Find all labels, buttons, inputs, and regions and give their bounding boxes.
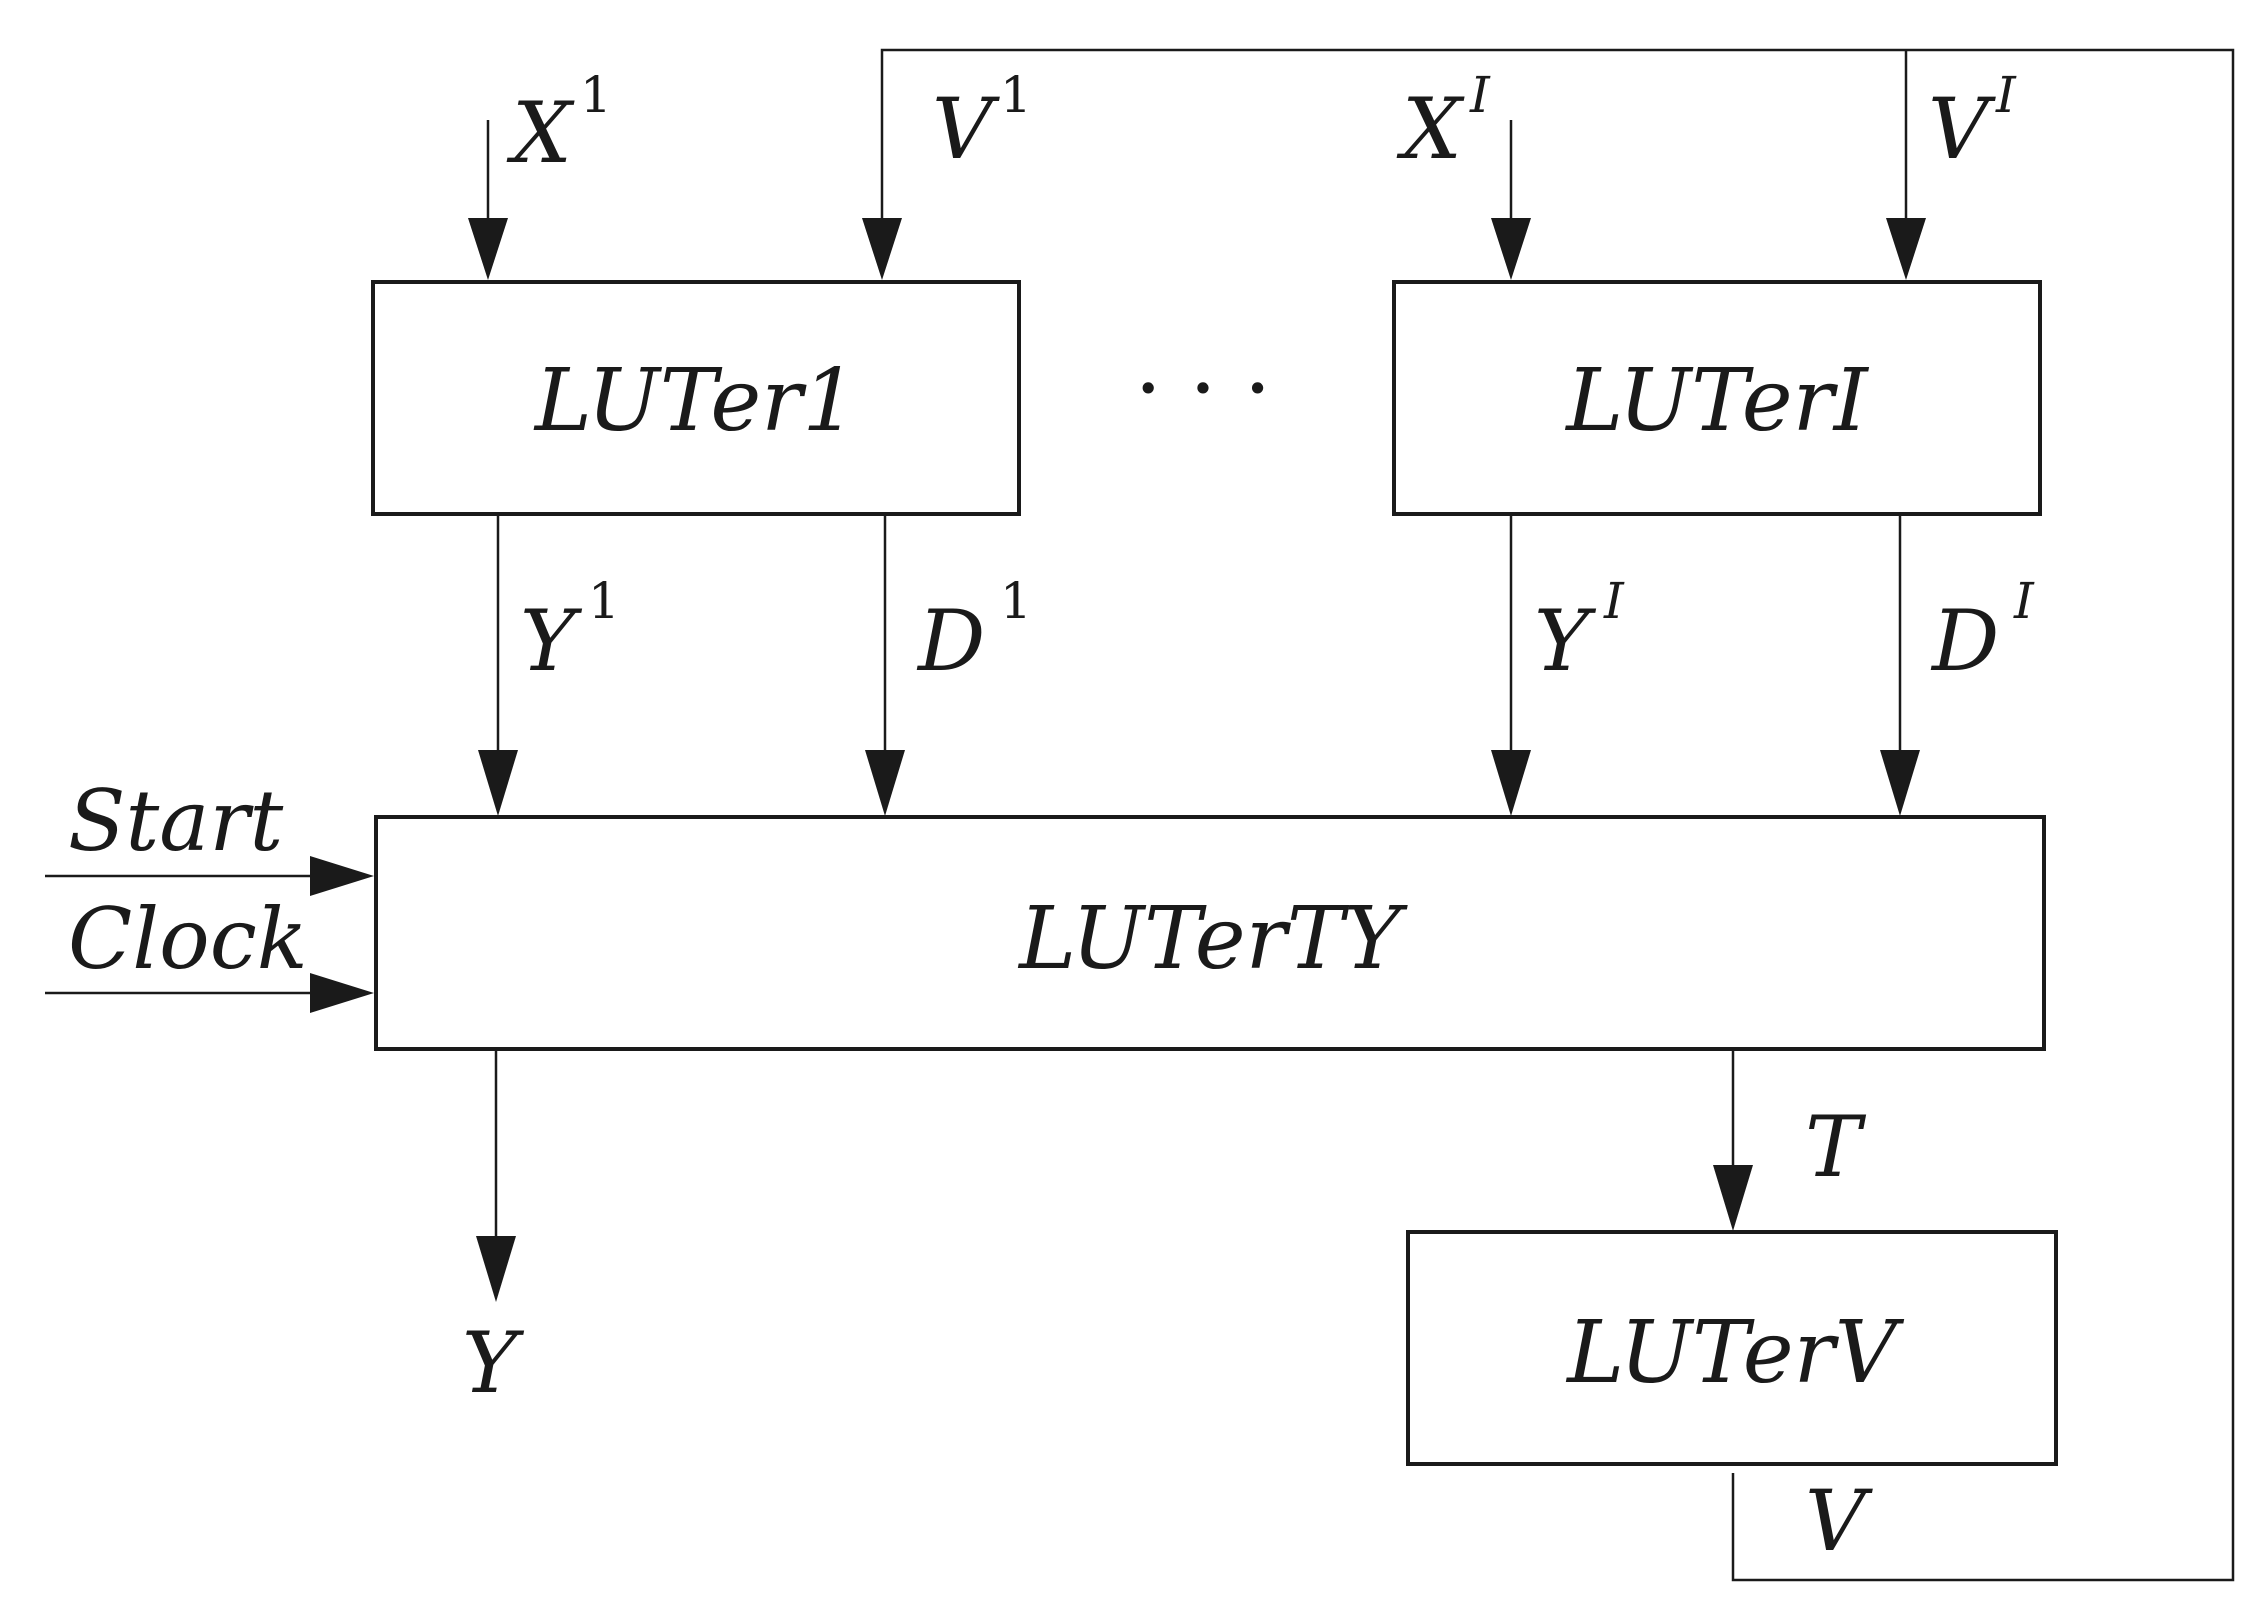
signal-vi-sup: I: [1995, 66, 2017, 124]
block-luterv: [1406, 1230, 2058, 1466]
ellipsis: · · ·: [1135, 339, 1272, 439]
block-luteri: [1392, 280, 2042, 516]
signal-d1: D 1: [916, 572, 1032, 690]
signal-di: D I: [1930, 572, 2035, 690]
label-lutert-y: LUTerTY: [1017, 889, 1408, 989]
arrowhead-y-out: [476, 1236, 516, 1302]
signal-y1: Y 1: [520, 572, 620, 690]
signal-d1-sup: 1: [1000, 572, 1032, 630]
signal-xi-base: X: [1396, 80, 1465, 178]
arrowhead-x1: [468, 218, 508, 280]
arrowhead-d1: [865, 750, 905, 816]
signal-xi-sup: I: [1469, 66, 1491, 124]
arrowhead-v1: [862, 218, 902, 280]
signal-di-sup: I: [2013, 572, 2035, 630]
signal-x1-base: X: [506, 84, 575, 182]
arrowhead-xi: [1491, 218, 1531, 280]
signal-start: Start: [68, 772, 284, 870]
signal-vi: V I: [1928, 66, 2017, 178]
label-luterv: LUTerV: [1565, 1303, 1905, 1403]
block-luter1: [371, 280, 1021, 516]
signal-v1-base: V: [932, 80, 1000, 178]
signal-clock: Clock: [68, 890, 308, 988]
arrowhead-clock: [310, 973, 374, 1013]
signal-v: V: [1805, 1472, 1873, 1570]
label-luteri: LUTerI: [1564, 351, 1870, 451]
signal-v1-sup: 1: [1000, 66, 1032, 124]
signal-y-out: Y: [462, 1314, 525, 1412]
signal-yi: Y I: [1534, 572, 1625, 690]
signal-yi-sup: I: [1603, 572, 1625, 630]
arrowhead-t: [1713, 1165, 1753, 1231]
signal-v1: V 1: [932, 66, 1032, 178]
signal-x1: X 1: [506, 66, 612, 182]
signal-vi-base: V: [1928, 80, 1996, 178]
arrowhead-vi: [1886, 218, 1926, 280]
signal-xi: X I: [1396, 66, 1491, 178]
signal-di-base: D: [1930, 592, 1999, 690]
signal-d1-base: D: [916, 592, 985, 690]
signal-t: T: [1805, 1098, 1867, 1196]
label-luter1: LUTer1: [533, 351, 857, 451]
arrowhead-di: [1880, 750, 1920, 816]
signal-y1-base: Y: [520, 592, 583, 690]
signal-x1-sup: 1: [580, 66, 612, 124]
signal-y1-sup: 1: [588, 572, 620, 630]
arrowhead-y1: [478, 750, 518, 816]
signal-yi-base: Y: [1534, 592, 1597, 690]
block-lutert-y: [374, 815, 2046, 1051]
wire-feedback-v: [880, 48, 2235, 1582]
arrowhead-yi: [1491, 750, 1531, 816]
arrowhead-start: [310, 856, 374, 896]
